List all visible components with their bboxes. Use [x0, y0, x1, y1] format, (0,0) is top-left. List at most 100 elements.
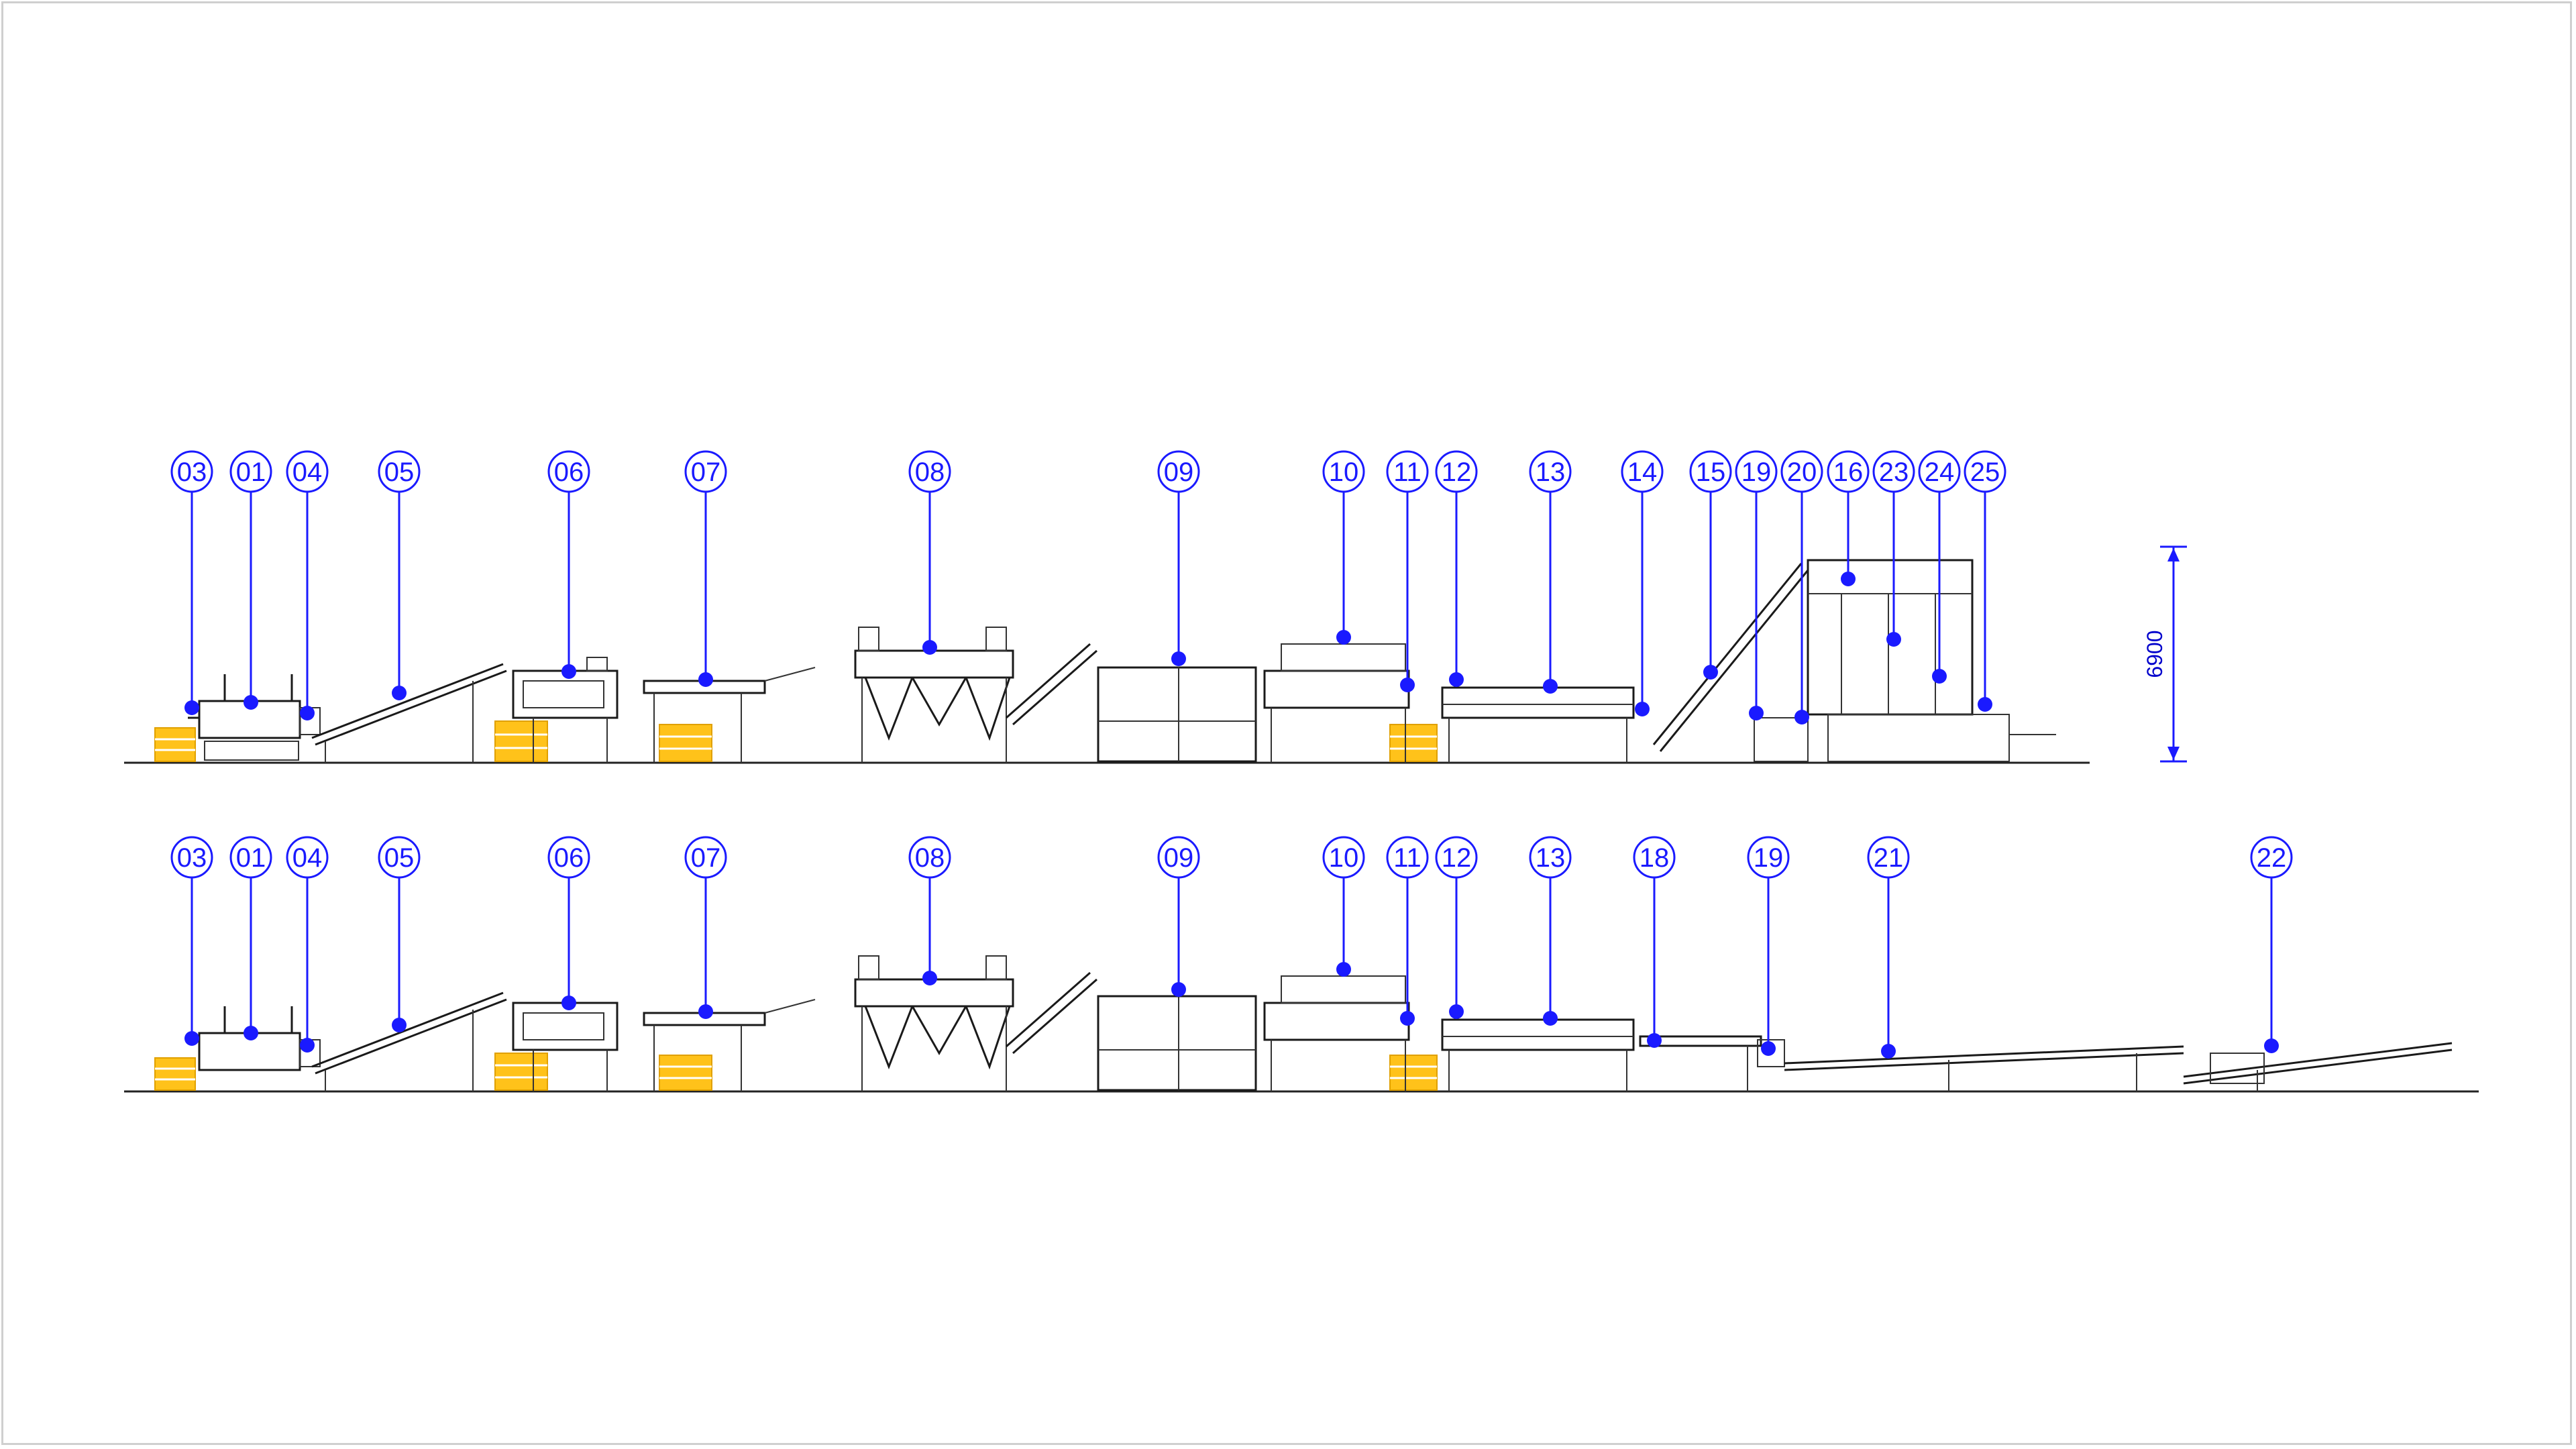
callout-dot [1978, 697, 1992, 712]
callout-label: 10 [1329, 843, 1359, 873]
callout-13: 13 [1529, 450, 1572, 694]
callout-label: 18 [1640, 843, 1670, 873]
callout-dot [1336, 630, 1351, 645]
callout-13: 13 [1529, 836, 1572, 1026]
callout-bubble [378, 836, 421, 879]
callout-bubble [1867, 836, 1910, 879]
packing-tower [1754, 559, 2056, 762]
callout-label: 23 [1879, 458, 1909, 487]
callout-dot [1881, 1044, 1896, 1059]
callout-08: 08 [908, 450, 951, 655]
callout-label: 03 [177, 843, 207, 873]
callout-label: 04 [292, 458, 323, 487]
callout-bubble [229, 450, 272, 493]
callout-dot [300, 706, 315, 720]
callout-bubble [1322, 836, 1365, 879]
callout-label: 06 [554, 458, 584, 487]
callout-bubble [1633, 836, 1676, 879]
callout-10: 10 [1322, 450, 1365, 645]
callout-bubble [2250, 836, 2293, 879]
callout-bubble [1529, 450, 1572, 493]
callout-dot [1400, 1011, 1415, 1026]
callout-25: 25 [1964, 450, 2006, 712]
callout-label: 08 [915, 458, 945, 487]
pallet-icon [494, 1053, 548, 1091]
callout-dot [922, 971, 937, 985]
callout-label: 09 [1164, 458, 1194, 487]
callout-dot [922, 640, 937, 655]
callout-label: 07 [691, 458, 721, 487]
callout-label: 05 [384, 843, 415, 873]
callout-22: 22 [2250, 836, 2293, 1053]
callout-05: 05 [378, 450, 421, 700]
callout-19: 19 [1747, 836, 1790, 1056]
callout-01: 01 [229, 836, 272, 1040]
callout-dot [698, 1004, 713, 1019]
callout-label: 15 [1696, 458, 1726, 487]
callout-bubble [1872, 450, 1915, 493]
callout-label: 11 [1393, 458, 1421, 487]
callout-dot [1336, 962, 1351, 977]
callout-label: 12 [1442, 458, 1472, 487]
callout-label: 13 [1536, 843, 1566, 873]
callout-label: 24 [1925, 458, 1955, 487]
callout-dot [1761, 1041, 1776, 1056]
callout-06: 06 [547, 450, 590, 679]
dimension-label: 6900 [2143, 630, 2167, 678]
pallet-icon [1389, 724, 1438, 762]
callout-bubble [1827, 450, 1870, 493]
callout-label: 21 [1874, 843, 1904, 873]
callout-dot [1647, 1033, 1662, 1048]
callout-dot [1886, 632, 1901, 647]
callout-11: 11 [1386, 836, 1429, 1026]
callout-19: 19 [1735, 450, 1778, 720]
callout-label: 19 [1741, 458, 1772, 487]
callout-bubble [547, 450, 590, 493]
inclined-conveyor [311, 663, 507, 763]
callout-bubble [1780, 450, 1823, 493]
callout-bubble [1386, 450, 1429, 493]
callout-label: 01 [236, 843, 266, 873]
seasoning-conveyor [1441, 1018, 1635, 1091]
callout-label: 05 [384, 458, 415, 487]
height-dimension: 6900 [2143, 545, 2187, 763]
callout-bubble [1735, 450, 1778, 493]
callout-10: 10 [1322, 836, 1365, 977]
callout-bubble [286, 836, 329, 879]
elevator-conveyor [1652, 563, 1809, 752]
callout-21: 21 [1867, 836, 1910, 1059]
callout-07: 07 [684, 450, 727, 687]
callout-bubble [684, 836, 727, 879]
pallet-icon [154, 1057, 196, 1091]
pallet-icon [659, 1055, 712, 1091]
callout-dot [1543, 679, 1558, 694]
callout-label: 11 [1393, 843, 1421, 873]
callout-bubble [684, 450, 727, 493]
line-b-equipment [124, 955, 2479, 1093]
callout-bubble [1157, 450, 1200, 493]
callout-label: 03 [177, 458, 207, 487]
callout-label: 01 [236, 458, 266, 487]
callout-dot [1749, 706, 1764, 720]
callout-label: 07 [691, 843, 721, 873]
callout-dot [1449, 1004, 1464, 1019]
callout-14: 14 [1621, 450, 1664, 716]
callout-label: 09 [1164, 843, 1194, 873]
callout-bubble [908, 836, 951, 879]
blancher-unit [854, 955, 1097, 1091]
callout-dot [561, 664, 576, 679]
callout-bubble [547, 836, 590, 879]
callout-label: 13 [1536, 458, 1566, 487]
callout-label: 08 [915, 843, 945, 873]
callout-label: 22 [2257, 843, 2287, 873]
pallet-icon [154, 727, 196, 762]
callout-bubble [1747, 836, 1790, 879]
callout-bubble [1386, 836, 1429, 879]
callout-label: 19 [1754, 843, 1784, 873]
callout-15: 15 [1689, 450, 1732, 680]
callout-bubble [1918, 450, 1961, 493]
callout-label: 10 [1329, 458, 1359, 487]
callout-label: 12 [1442, 843, 1472, 873]
pallet-icon [494, 720, 548, 762]
